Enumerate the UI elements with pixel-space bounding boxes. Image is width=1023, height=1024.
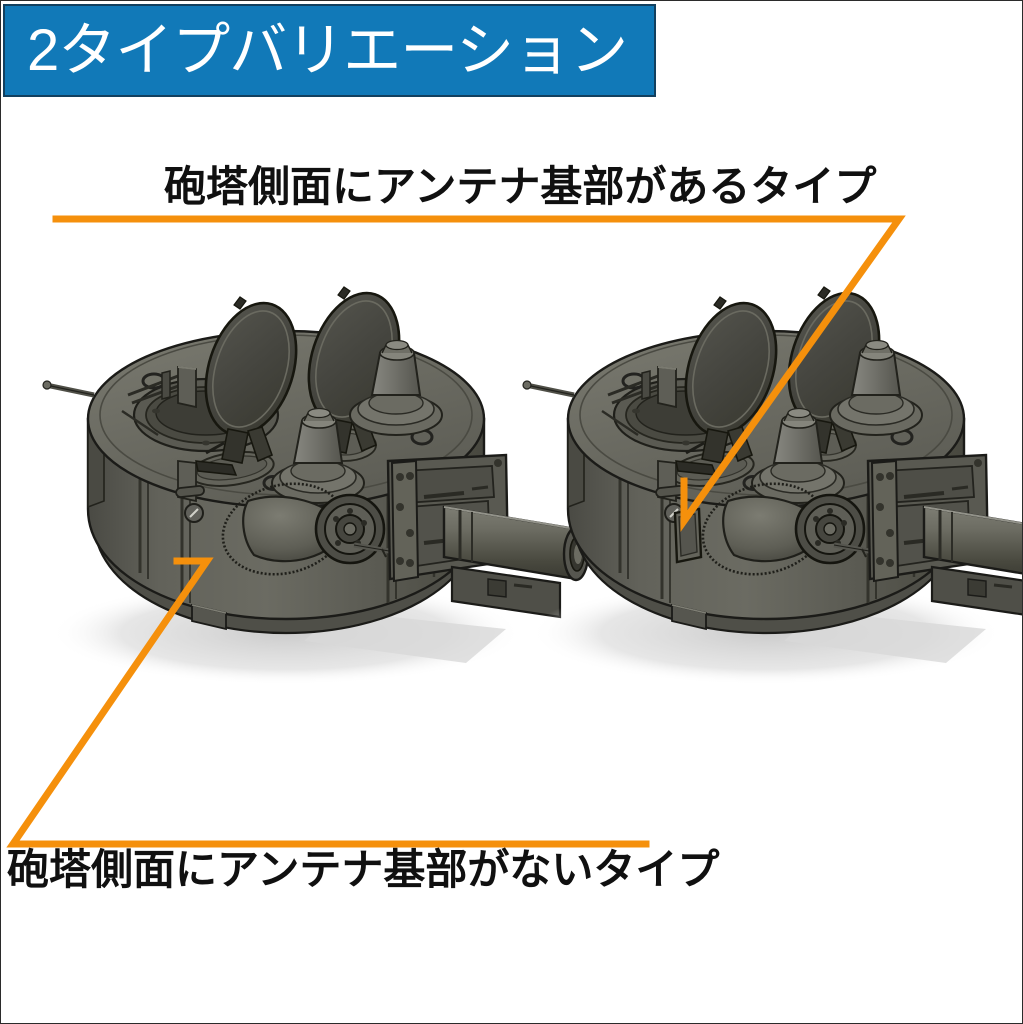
annotation-top-label: 砲塔側面にアンテナ基部があるタイプ [164,163,877,210]
turret-model-left[interactable] [43,281,588,685]
page-title: 2タイプバリエーション [27,17,628,83]
annotation-bottom-label: 砲塔側面にアンテナ基部がないタイプ [7,846,720,893]
antenna-base-plate [673,507,703,564]
title-banner: 2タイプバリエーション [3,4,656,97]
turret-model-right[interactable] [523,281,1023,685]
